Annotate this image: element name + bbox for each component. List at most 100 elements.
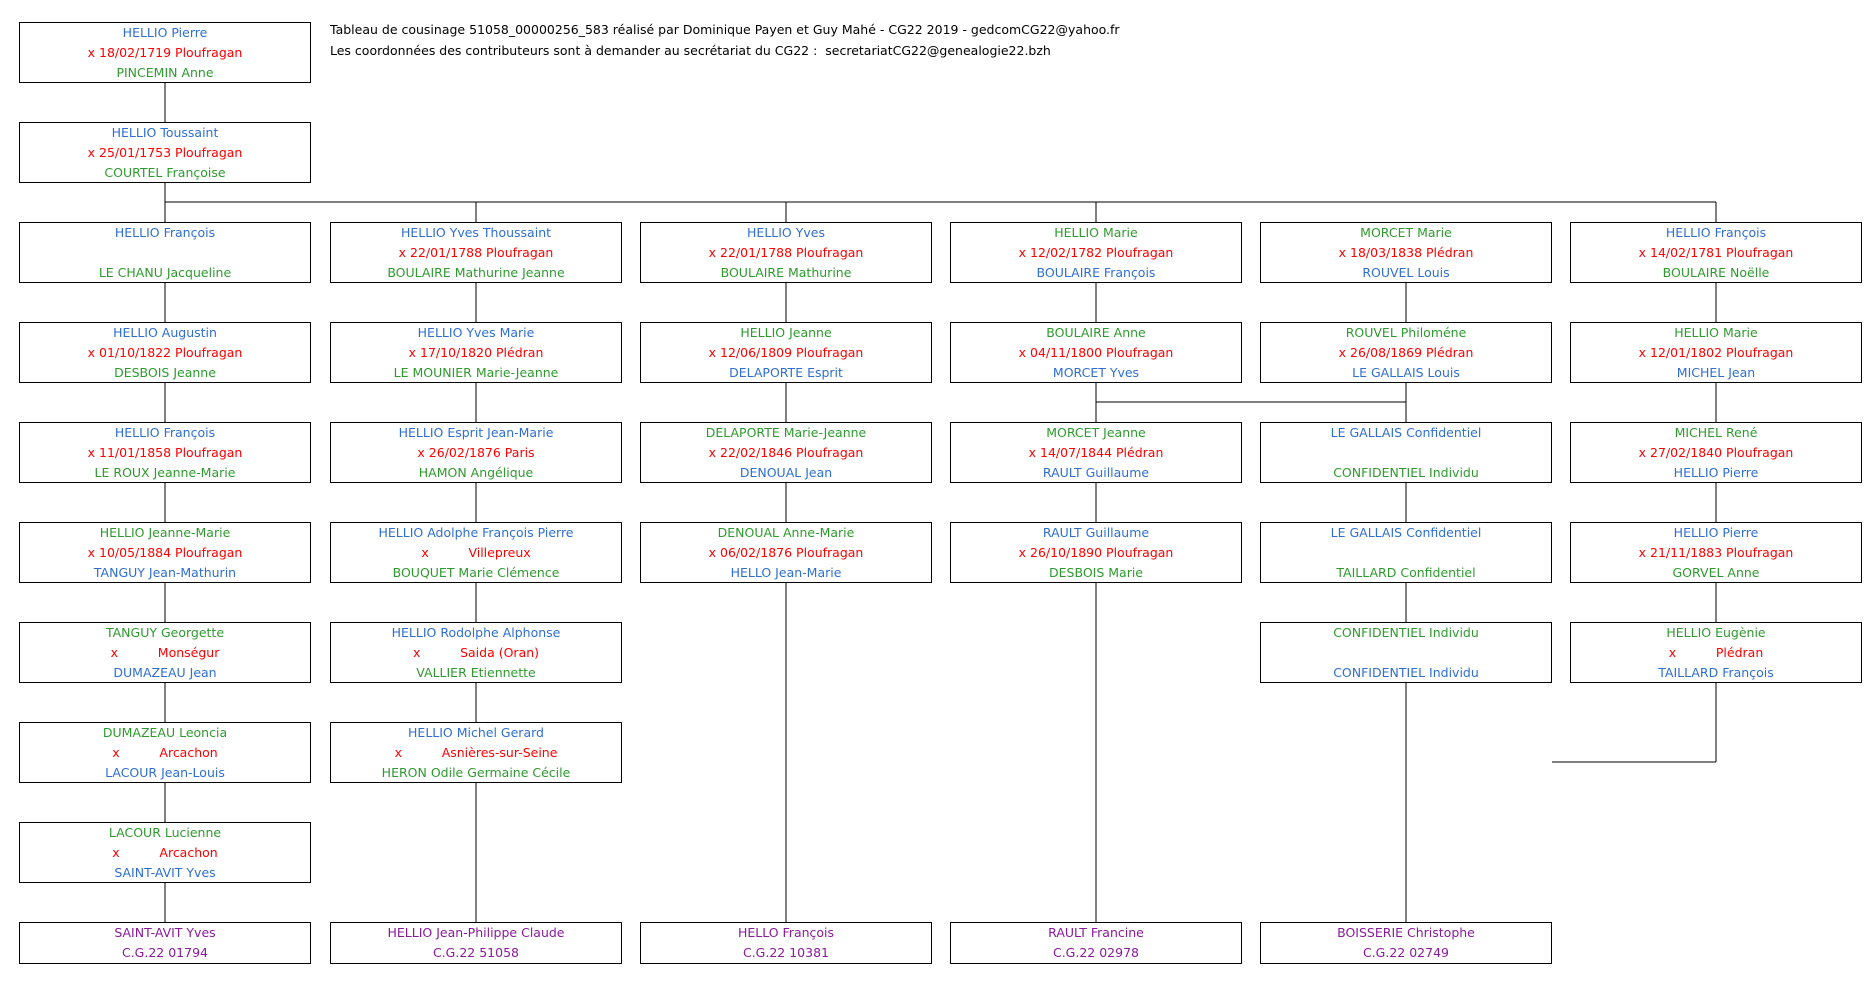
marriage-info: x Plédran [1668, 645, 1764, 660]
descendant-name: HELLIO Jean-Philippe Claude [387, 925, 565, 940]
marriage-info: x 21/11/1883 Ploufragan [1638, 545, 1794, 560]
descendant-code: C.G.22 51058 [432, 945, 519, 960]
couple-box: HELLIO Esprit Jean-Marie x 26/02/1876 Par… [330, 422, 622, 483]
spouse-name: MICHEL Jean [1676, 365, 1756, 380]
spouse-name: MORCET Yves [1052, 365, 1140, 380]
person-name: BOULAIRE Anne [1046, 325, 1146, 340]
person-name: HELLIO Eugènie [1666, 625, 1766, 640]
person-name: HELLIO Pierre [1673, 525, 1759, 540]
header-line-2: Les coordonnées des contributeurs sont à… [330, 43, 1051, 58]
person-name: DENOUAL Anne-Marie [717, 525, 855, 540]
marriage-info [1261, 543, 1551, 563]
marriage-info: x 12/02/1782 Ploufragan [1018, 245, 1174, 260]
person-name: HELLIO Yves [747, 225, 825, 240]
descendant-code: C.G.22 02978 [1052, 945, 1139, 960]
person-name: RAULT Guillaume [1042, 525, 1150, 540]
marriage-info: x Arcachon [112, 845, 218, 860]
marriage-info: x 01/10/1822 Ploufragan [87, 345, 243, 360]
descendant-name: BOISSERIE Christophe [1337, 925, 1475, 940]
person-name: DUMAZEAU Leoncia [102, 725, 228, 740]
spouse-name: SAINT-AVIT Yves [114, 865, 216, 880]
couple-box: HELLIO Michel Gerard x Asnières-sur-Seine… [330, 722, 622, 783]
person-name: HELLIO Adolphe François Pierre [378, 525, 574, 540]
spouse-name: DENOUAL Jean [739, 465, 833, 480]
person-name: CONFIDENTIEL Individu [1333, 625, 1479, 640]
marriage-info: x Villepreux [421, 545, 531, 560]
spouse-name: HAMON Angélique [418, 465, 534, 480]
marriage-info: x 22/01/1788 Ploufragan [708, 245, 864, 260]
descendant-code: C.G.22 02749 [1362, 945, 1449, 960]
spouse-name: TAILLARD François [1658, 665, 1774, 680]
marriage-info: x Saida (Oran) [412, 645, 540, 660]
spouse-name: COURTEL Françoise [104, 165, 226, 180]
marriage-info: x 26/10/1890 Ploufragan [1018, 545, 1174, 560]
spouse-name: TAILLARD Confidentiel [1336, 565, 1476, 580]
person-name: HELLIO Jeanne [740, 325, 832, 340]
person-name: HELLIO Rodolphe Alphonse [391, 625, 561, 640]
person-name: LE GALLAIS Confidentiel [1330, 425, 1482, 440]
person-name: HELLIO François [114, 225, 216, 240]
marriage-info: x 25/01/1753 Ploufragan [87, 145, 243, 160]
marriage-info: x Asnières-sur-Seine [394, 745, 558, 760]
spouse-name: HELLIO Pierre [1673, 465, 1759, 480]
descendant-name: SAINT-AVIT Yves [114, 925, 216, 940]
spouse-name: BOULAIRE Noëlle [1662, 265, 1770, 280]
spouse-name: BOULAIRE Mathurine [720, 265, 852, 280]
couple-box: HELLIO Adolphe François Pierre x Villepre… [330, 522, 622, 583]
marriage-info: x 12/06/1809 Ploufragan [708, 345, 864, 360]
spouse-name: RAULT Guillaume [1042, 465, 1150, 480]
spouse-name: CONFIDENTIEL Individu [1333, 665, 1479, 680]
spouse-name: HERON Odile Germaine Cécile [381, 765, 571, 780]
marriage-info: x 11/01/1858 Ploufragan [87, 445, 243, 460]
person-name: LE GALLAIS Confidentiel [1330, 525, 1482, 540]
spouse-name: BOULAIRE François [1036, 265, 1156, 280]
person-name: MICHEL René [1674, 425, 1758, 440]
marriage-info: x 26/02/1876 Paris [417, 445, 535, 460]
marriage-info: x 22/02/1846 Ploufragan [708, 445, 864, 460]
person-name: ROUVEL Philoméne [1345, 325, 1467, 340]
person-name: MORCET Jeanne [1046, 425, 1146, 440]
spouse-name: BOUQUET Marie Clémence [392, 565, 560, 580]
person-name: HELLIO Toussaint [111, 125, 219, 140]
spouse-name: LE ROUX Jeanne-Marie [94, 465, 236, 480]
spouse-name: HELLO Jean-Marie [730, 565, 842, 580]
person-name: HELLIO Esprit Jean-Marie [398, 425, 554, 440]
marriage-info: x 27/02/1840 Ploufragan [1638, 445, 1794, 460]
person-name: HELLIO Michel Gerard [408, 725, 544, 740]
marriage-info: x 14/07/1844 Plédran [1028, 445, 1164, 460]
person-name: HELLIO Augustin [113, 325, 217, 340]
spouse-name: ROUVEL Louis [1362, 265, 1450, 280]
spouse-name: PINCEMIN Anne [116, 65, 214, 80]
descendant-name: RAULT Francine [1048, 925, 1144, 940]
spouse-name: BOULAIRE Mathurine Jeanne [387, 265, 565, 280]
spouse-name: LE GALLAIS Louis [1352, 365, 1460, 380]
person-name: HELLIO Marie [1054, 225, 1138, 240]
marriage-info [1261, 643, 1551, 663]
